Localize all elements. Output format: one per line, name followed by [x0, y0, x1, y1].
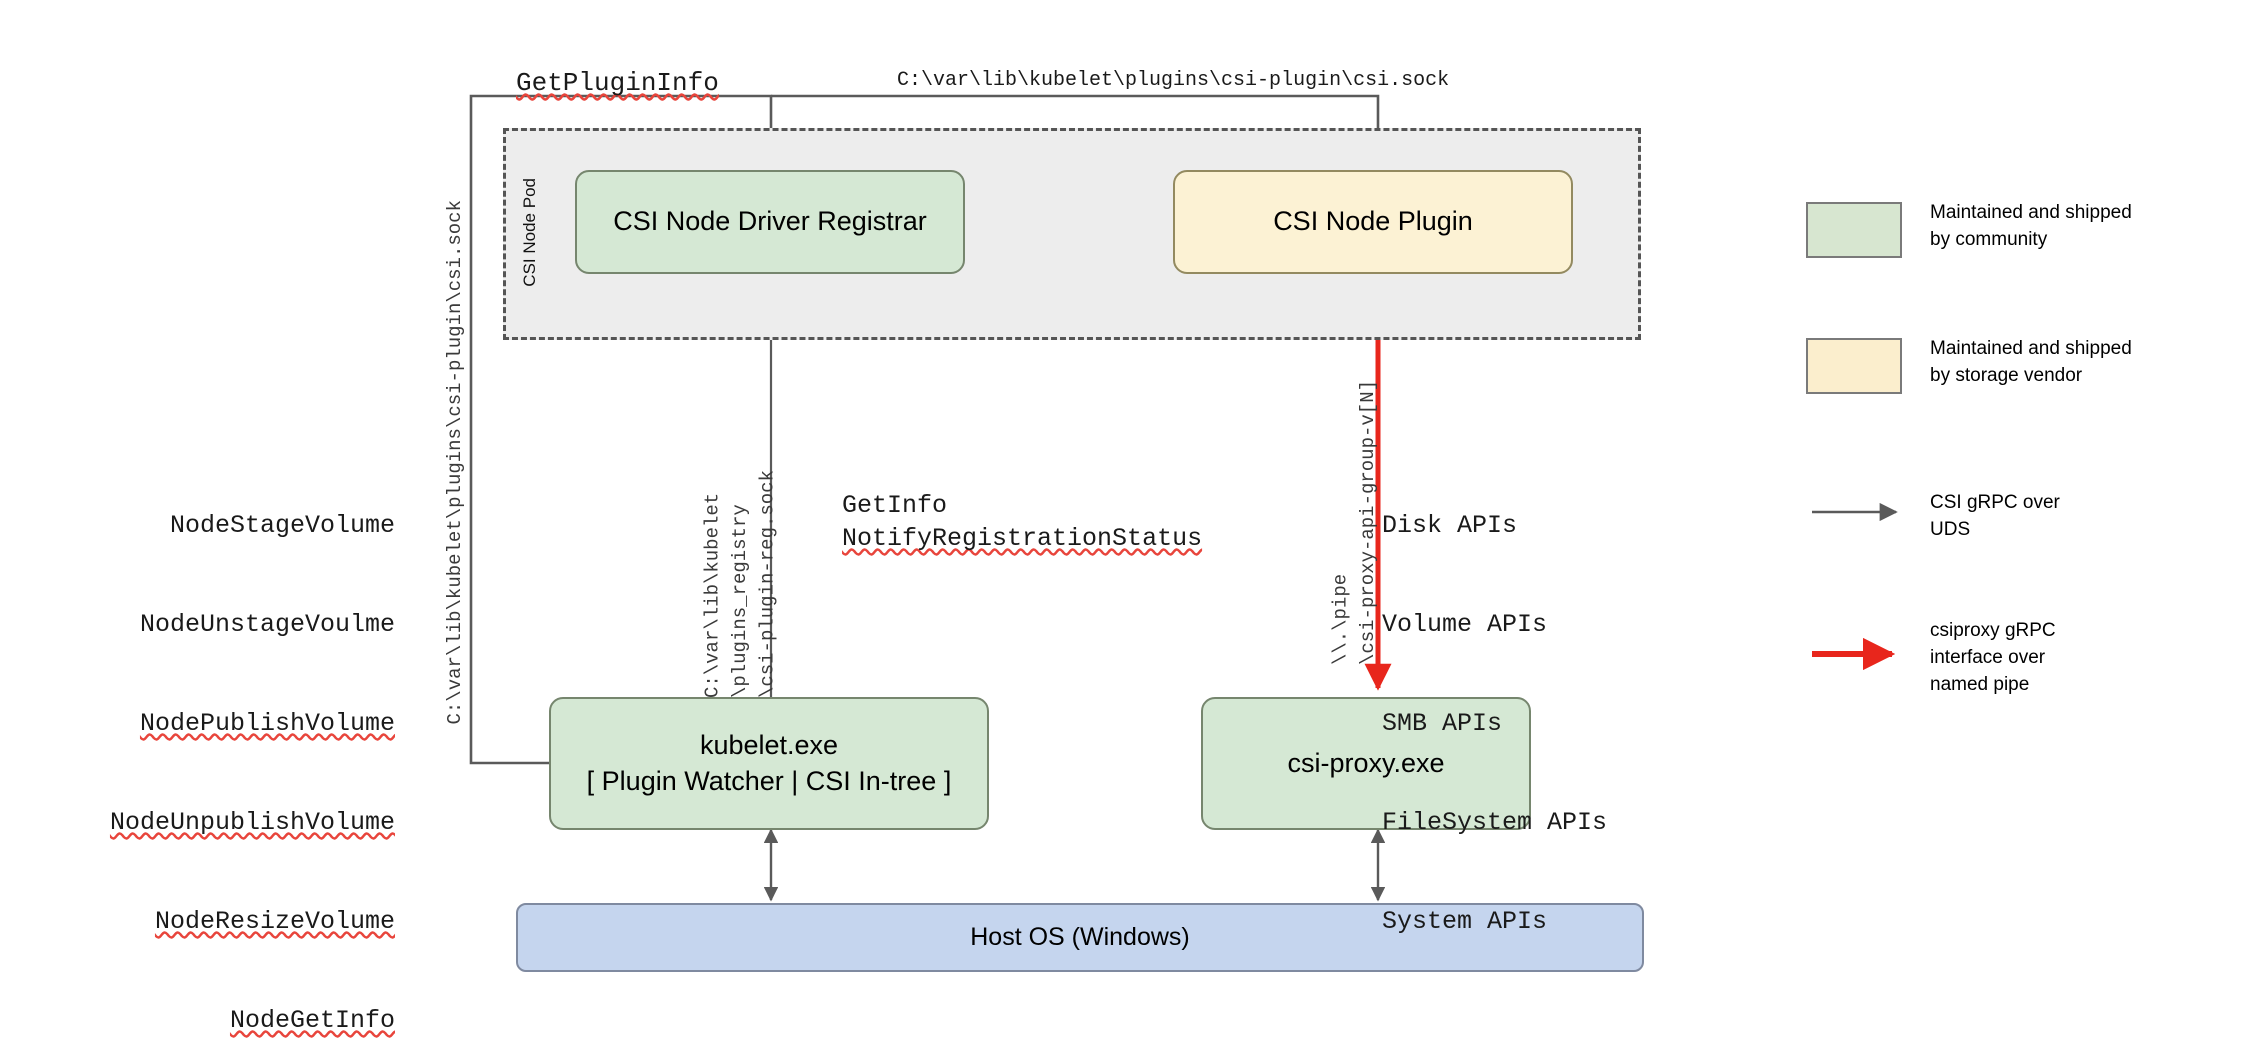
label-registry-socket-vertical: C:\var\lib\kubelet \plugins_registry \cs…: [672, 470, 810, 744]
legend-swatch-community: [1806, 202, 1902, 258]
legend-swatch-vendor: [1806, 338, 1902, 394]
named-pipe-line-1: \\.\pipe: [1329, 573, 1352, 666]
proxy-api-0: Disk APIs: [1382, 511, 1518, 540]
box-csi-proxy-exe[interactable]: csi-proxy.exe: [1201, 697, 1531, 830]
registry-path-line-1: C:\var\lib\kubelet: [701, 492, 724, 699]
node-call-4: NodeResizeVolume: [154, 907, 395, 936]
registry-path-line-2: \plugins_registry: [729, 504, 752, 699]
proxy-api-4: System APIs: [1382, 907, 1548, 936]
legend-label-vendor: Maintained and shipped by storage vendor: [1930, 338, 2132, 386]
node-call-0: NodeStageVolume: [169, 511, 395, 540]
csi-proxy-api-list: Disk APIs Volume APIs SMB APIs FileSyste…: [1382, 443, 1682, 1004]
node-call-1: NodeUnstageVoulme: [139, 610, 395, 639]
kubelet-title: kubelet.exe: [699, 729, 839, 760]
label-getinfo-line: GetInfo: [842, 490, 948, 520]
legend-label-csiproxy: csiproxy gRPC interface over named pipe: [1930, 620, 2056, 695]
box-csi-node-driver-registrar[interactable]: CSI Node Driver Registrar: [575, 170, 965, 274]
proxy-api-1: Volume APIs: [1382, 610, 1548, 639]
box-host-os[interactable]: Host OS (Windows): [516, 903, 1644, 972]
label-get-plugin-info: GetPluginInfo: [516, 68, 719, 98]
proxy-api-2: SMB APIs: [1382, 709, 1503, 738]
label-getinfo: GetInfo NotifyRegistrationStatus: [782, 455, 1202, 589]
node-call-3: NodeUnpublishVolume: [109, 808, 395, 837]
node-service-call-list: NodeStageVolume NodeUnstageVoulme NodePu…: [75, 443, 395, 1044]
label-notifyregistrationstatus-line: NotifyRegistrationStatus: [842, 524, 1203, 553]
proxy-api-3: FileSystem APIs: [1382, 808, 1608, 837]
box-kubelet-exe[interactable]: kubelet.exe [ Plugin Watcher | CSI In-tr…: [549, 697, 989, 830]
legend-label-uds: CSI gRPC over UDS: [1930, 492, 2060, 540]
label-plugin-socket-path: C:\var\lib\kubelet\plugins\csi-plugin\cs…: [897, 69, 1450, 92]
node-call-2: NodePublishVolume: [139, 709, 395, 738]
kubelet-subtitle: [ Plugin Watcher | CSI In-tree ]: [586, 765, 952, 796]
box-csi-node-plugin[interactable]: CSI Node Plugin: [1173, 170, 1573, 274]
csi-node-pod-label: CSI Node Pod: [520, 178, 539, 287]
named-pipe-line-2: \csi-proxy-api-group-v[N]: [1357, 380, 1380, 666]
legend-label-community: Maintained and shipped by community: [1930, 202, 2132, 250]
node-call-5: NodeGetInfo: [229, 1006, 395, 1035]
label-left-csi-socket-vertical: C:\var\lib\kubelet\plugins\csi-plugin\cs…: [444, 200, 466, 725]
registry-path-line-3: \csi-plugin-reg.sock: [756, 470, 779, 699]
